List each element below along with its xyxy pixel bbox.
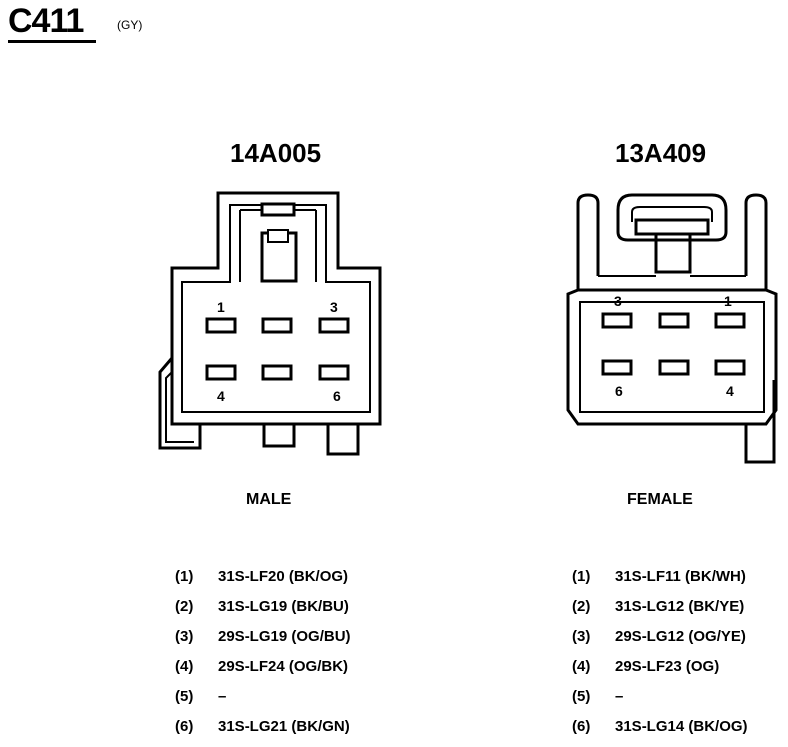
title-underline — [8, 40, 96, 43]
pin-number: (3) — [175, 628, 194, 645]
male-pin-label: 4 — [217, 388, 225, 404]
pin-circuit: 29S-LF24 (OG/BK) — [218, 658, 349, 675]
pin-number: (6) — [572, 718, 591, 735]
pin-number: (6) — [175, 718, 194, 735]
female-connector-drawing — [566, 193, 778, 464]
pin-circuit: 31S-LF20 (BK/OG) — [218, 568, 349, 585]
male-label: MALE — [246, 491, 292, 508]
male-connector-drawing — [158, 191, 382, 456]
connector-title: C411 — [8, 2, 84, 40]
pin-number: (4) — [572, 658, 591, 675]
pin-circuit: 29S-LF23 (OG) — [615, 658, 720, 675]
male-pin-cavities — [205, 317, 350, 381]
pin-number: (3) — [572, 628, 591, 645]
pin-circuit: 31S-LG12 (BK/YE) — [615, 598, 745, 615]
male-pin-label: 3 — [330, 299, 338, 315]
pin-number: (5) — [175, 688, 194, 705]
pin-circuit: – — [218, 688, 227, 705]
female-part-number: 13A409 — [615, 138, 707, 168]
pin-circuit: – — [615, 688, 624, 705]
female-pin-label: 4 — [726, 383, 734, 399]
pin-circuit: 29S-LG19 (OG/BU) — [218, 628, 351, 645]
pin-number: (1) — [175, 568, 194, 585]
female-pin-label: 6 — [615, 383, 623, 399]
pin-number: (4) — [175, 658, 194, 675]
female-pin-label: 3 — [614, 293, 622, 309]
pin-circuit: 31S-LF11 (BK/WH) — [615, 568, 746, 585]
pin-number: (2) — [572, 598, 591, 615]
pin-number: (1) — [572, 568, 591, 585]
pin-circuit: 31S-LG14 (BK/OG) — [615, 718, 748, 735]
connector-drawings: 1 3 4 6 3 1 6 4 — [158, 191, 778, 464]
pin-circuit: 29S-LG12 (OG/YE) — [615, 628, 746, 645]
male-pin-label: 1 — [217, 299, 225, 315]
pin-number: (2) — [175, 598, 194, 615]
female-pin-cavities — [601, 312, 746, 376]
pin-circuit: 31S-LG21 (BK/GN) — [218, 718, 350, 735]
connector-color-code: (GY) — [117, 18, 143, 32]
male-part-number: 14A005 — [230, 138, 322, 168]
female-label: FEMALE — [627, 491, 693, 508]
pin-circuit: 31S-LG19 (BK/BU) — [218, 598, 349, 615]
male-pin-label: 6 — [333, 388, 341, 404]
pin-number: (5) — [572, 688, 591, 705]
female-pin-label: 1 — [724, 293, 732, 309]
